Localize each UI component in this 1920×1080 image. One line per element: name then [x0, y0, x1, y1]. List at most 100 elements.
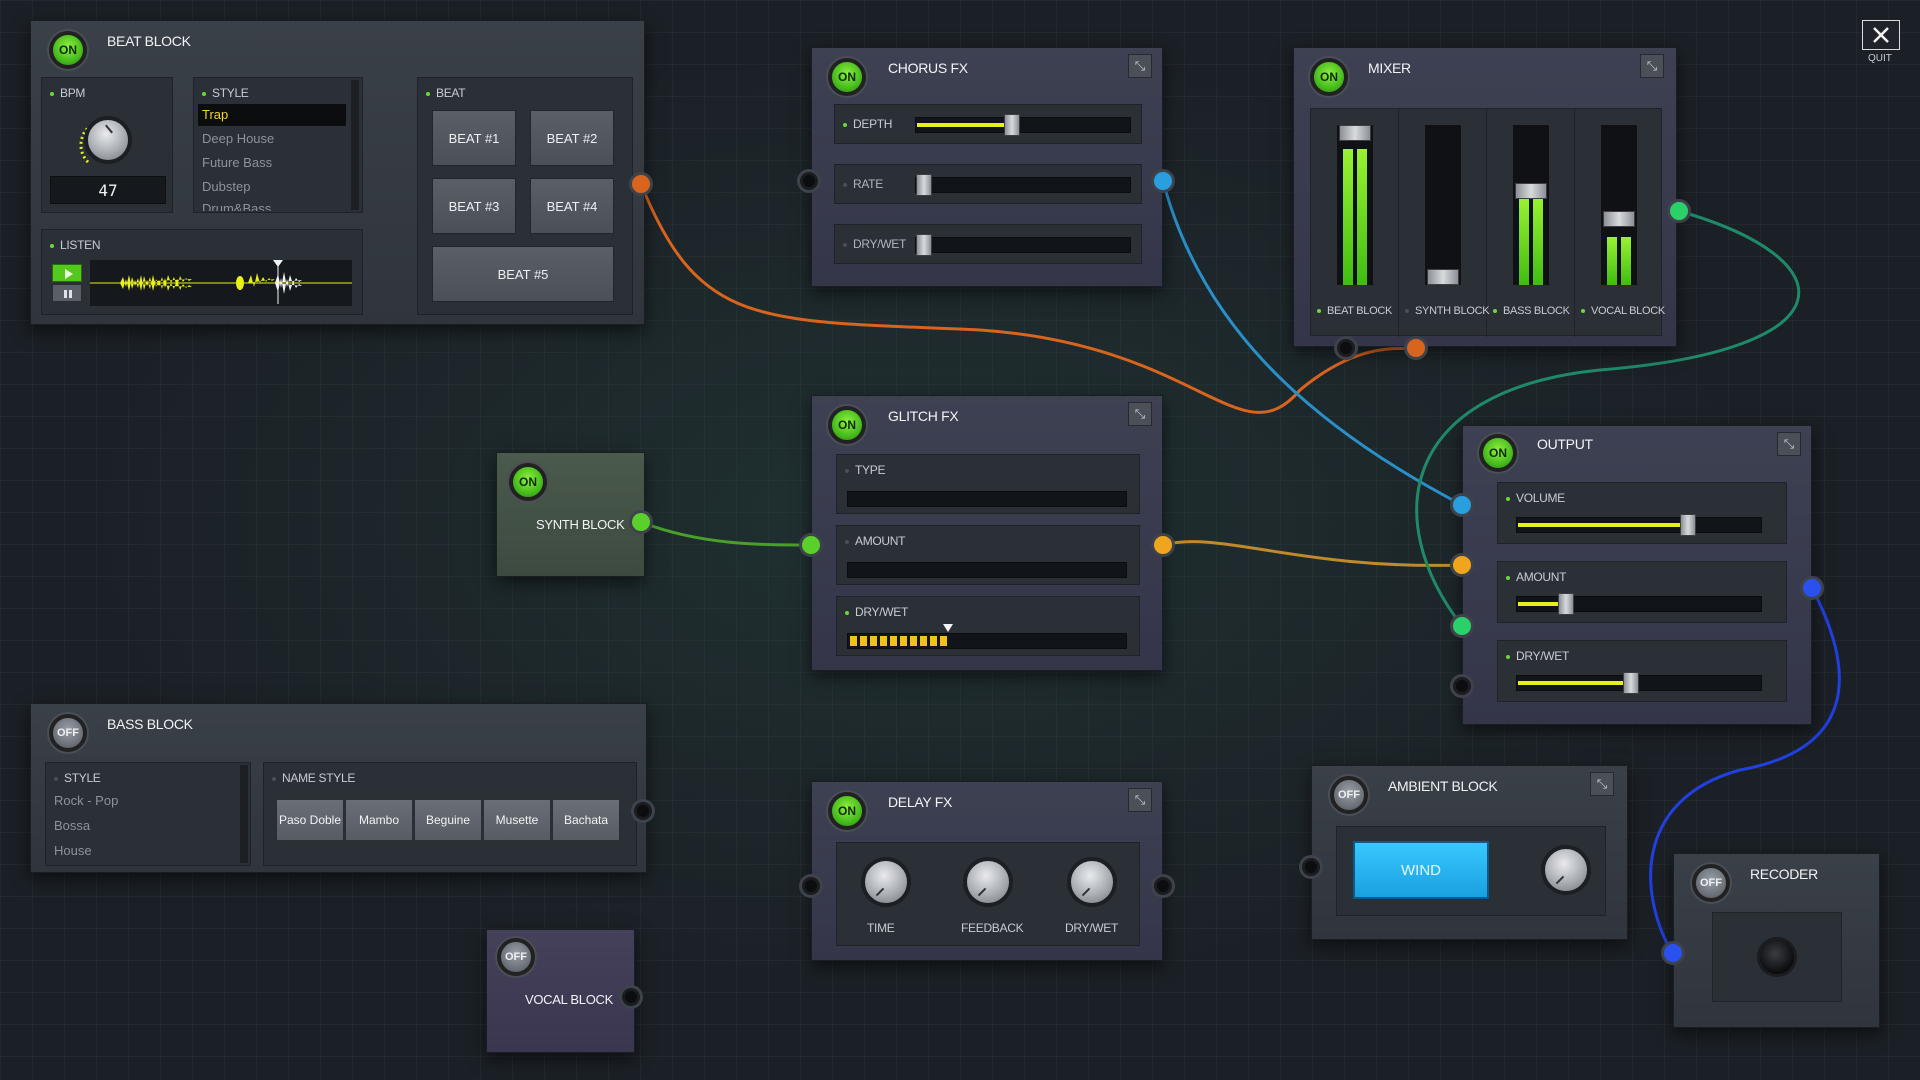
wind-button[interactable]: WIND: [1353, 841, 1489, 899]
recorder-input-port[interactable]: [1661, 941, 1685, 965]
fader-thumb[interactable]: [1339, 125, 1371, 141]
style-item[interactable]: Future Bass: [202, 155, 273, 170]
fader-thumb[interactable]: [1603, 211, 1635, 228]
pause-button[interactable]: [52, 284, 82, 302]
status-led: [843, 122, 847, 127]
output-input-port-1[interactable]: [1450, 493, 1474, 517]
delay-input-port[interactable]: [799, 874, 823, 898]
level-meter: [1533, 197, 1543, 285]
output-title: OUTPUT: [1537, 436, 1593, 452]
beat-1-button[interactable]: BEAT #1: [432, 110, 516, 166]
output-drywet-slider[interactable]: [1516, 672, 1762, 694]
style-bachata-button[interactable]: Bachata: [552, 799, 620, 841]
collapse-icon[interactable]: ⤡: [1128, 54, 1152, 78]
fill-segment: [850, 636, 857, 646]
chorus-drywet-slider[interactable]: [915, 234, 1131, 256]
output-output-port[interactable]: [1800, 576, 1824, 600]
glitch-amount-slider[interactable]: [847, 562, 1127, 578]
bass-title: BASS BLOCK: [107, 716, 193, 732]
chorus-output-port[interactable]: [1151, 169, 1175, 193]
output-amount-slider[interactable]: [1516, 593, 1762, 615]
beat-3-button[interactable]: BEAT #3: [432, 178, 516, 234]
recorder-power-button[interactable]: OFF: [1692, 864, 1730, 902]
synth-output-port[interactable]: [629, 510, 653, 534]
output-input-port-2[interactable]: [1450, 553, 1474, 577]
style-selected-row[interactable]: [198, 104, 346, 126]
status-led: [1506, 575, 1510, 580]
mixer-power-button[interactable]: ON: [1310, 58, 1348, 96]
beat-5-button[interactable]: BEAT #5: [432, 246, 614, 302]
bpm-knob[interactable]: [84, 116, 132, 164]
waveform-display[interactable]: [90, 260, 352, 306]
slider-thumb[interactable]: [1557, 593, 1574, 615]
chorus-rate-slider[interactable]: [915, 174, 1131, 196]
style-item[interactable]: Dubstep: [202, 179, 251, 194]
quit-button[interactable]: [1862, 20, 1900, 50]
slider-thumb[interactable]: [1004, 114, 1021, 136]
ambient-knob[interactable]: [1541, 845, 1591, 895]
collapse-icon[interactable]: ⤡: [1640, 54, 1664, 78]
delay-output-port[interactable]: [1151, 874, 1175, 898]
delay-time-knob[interactable]: [861, 857, 911, 907]
bass-style-item[interactable]: Bossa: [54, 818, 91, 833]
slider-marker[interactable]: [943, 624, 954, 634]
beat-4-button[interactable]: BEAT #4: [530, 178, 614, 234]
vocal-power-button[interactable]: OFF: [497, 938, 535, 976]
mixer-input-port-2[interactable]: [1404, 336, 1428, 360]
style-paso-doble-button[interactable]: Paso Doble: [276, 799, 344, 841]
style-musette-button[interactable]: Musette: [483, 799, 551, 841]
ambient-input-port[interactable]: [1299, 855, 1323, 879]
glitch-drywet-slider[interactable]: [847, 624, 1127, 649]
bass-output-port[interactable]: [631, 799, 655, 823]
recorder-panel: OFF RECODER: [1673, 853, 1880, 1028]
slider-thumb[interactable]: [1679, 514, 1696, 536]
output-volume-slider[interactable]: [1516, 514, 1762, 536]
style-mambo-button[interactable]: Mambo: [345, 799, 413, 841]
ambient-power-button[interactable]: OFF: [1330, 776, 1368, 814]
vocal-output-port[interactable]: [619, 985, 643, 1009]
style-scrollbar[interactable]: [351, 80, 359, 210]
record-button[interactable]: [1757, 937, 1797, 977]
fader-thumb[interactable]: [1427, 269, 1459, 285]
output-input-port-3[interactable]: [1450, 614, 1474, 638]
output-volume-row: VOLUME: [1497, 482, 1787, 544]
slider-thumb[interactable]: [1623, 672, 1640, 694]
glitch-input-port[interactable]: [799, 533, 823, 557]
mixer-input-port-1[interactable]: [1334, 336, 1358, 360]
output-power-button[interactable]: ON: [1479, 434, 1517, 472]
slider-thumb[interactable]: [916, 174, 932, 196]
delay-feedback-knob[interactable]: [963, 857, 1013, 907]
chorus-rate-row: RATE: [834, 164, 1142, 204]
delay-drywet-knob[interactable]: [1067, 857, 1117, 907]
style-beguine-button[interactable]: Beguine: [414, 799, 482, 841]
delay-power-button[interactable]: ON: [828, 792, 866, 830]
collapse-icon[interactable]: ⤡: [1128, 402, 1152, 426]
chorus-power-button[interactable]: ON: [828, 58, 866, 96]
glitch-power-button[interactable]: ON: [828, 406, 866, 444]
style-item[interactable]: Drum&Bass: [202, 201, 272, 211]
slider-thumb[interactable]: [916, 234, 932, 256]
play-button[interactable]: [52, 264, 82, 282]
output-input-port-4[interactable]: [1450, 674, 1474, 698]
beat-2-button[interactable]: BEAT #2: [530, 110, 614, 166]
chorus-input-port[interactable]: [797, 169, 821, 193]
bass-style-item[interactable]: House: [54, 843, 92, 858]
listen-label: LISTEN: [60, 238, 101, 252]
bass-power-button[interactable]: OFF: [49, 714, 87, 752]
bass-style-scrollbar[interactable]: [240, 765, 248, 863]
beat-block-output-port[interactable]: [629, 172, 653, 196]
chorus-depth-slider[interactable]: [915, 114, 1131, 136]
fader-thumb[interactable]: [1515, 182, 1547, 199]
synth-power-button[interactable]: ON: [509, 463, 547, 501]
collapse-icon[interactable]: ⤡: [1128, 788, 1152, 812]
glitch-type-slider[interactable]: [847, 491, 1127, 507]
beat-block-power-button[interactable]: ON: [49, 31, 87, 69]
glitch-output-port[interactable]: [1151, 533, 1175, 557]
mixer-output-port[interactable]: [1667, 199, 1691, 223]
collapse-icon[interactable]: ⤡: [1590, 772, 1614, 796]
style-item[interactable]: Deep House: [202, 131, 275, 146]
collapse-icon[interactable]: ⤡: [1777, 432, 1801, 456]
style-item[interactable]: Trap: [202, 107, 229, 122]
cable-chorus-to-output: [1161, 180, 1463, 507]
bass-style-item[interactable]: Rock - Pop: [54, 793, 119, 808]
